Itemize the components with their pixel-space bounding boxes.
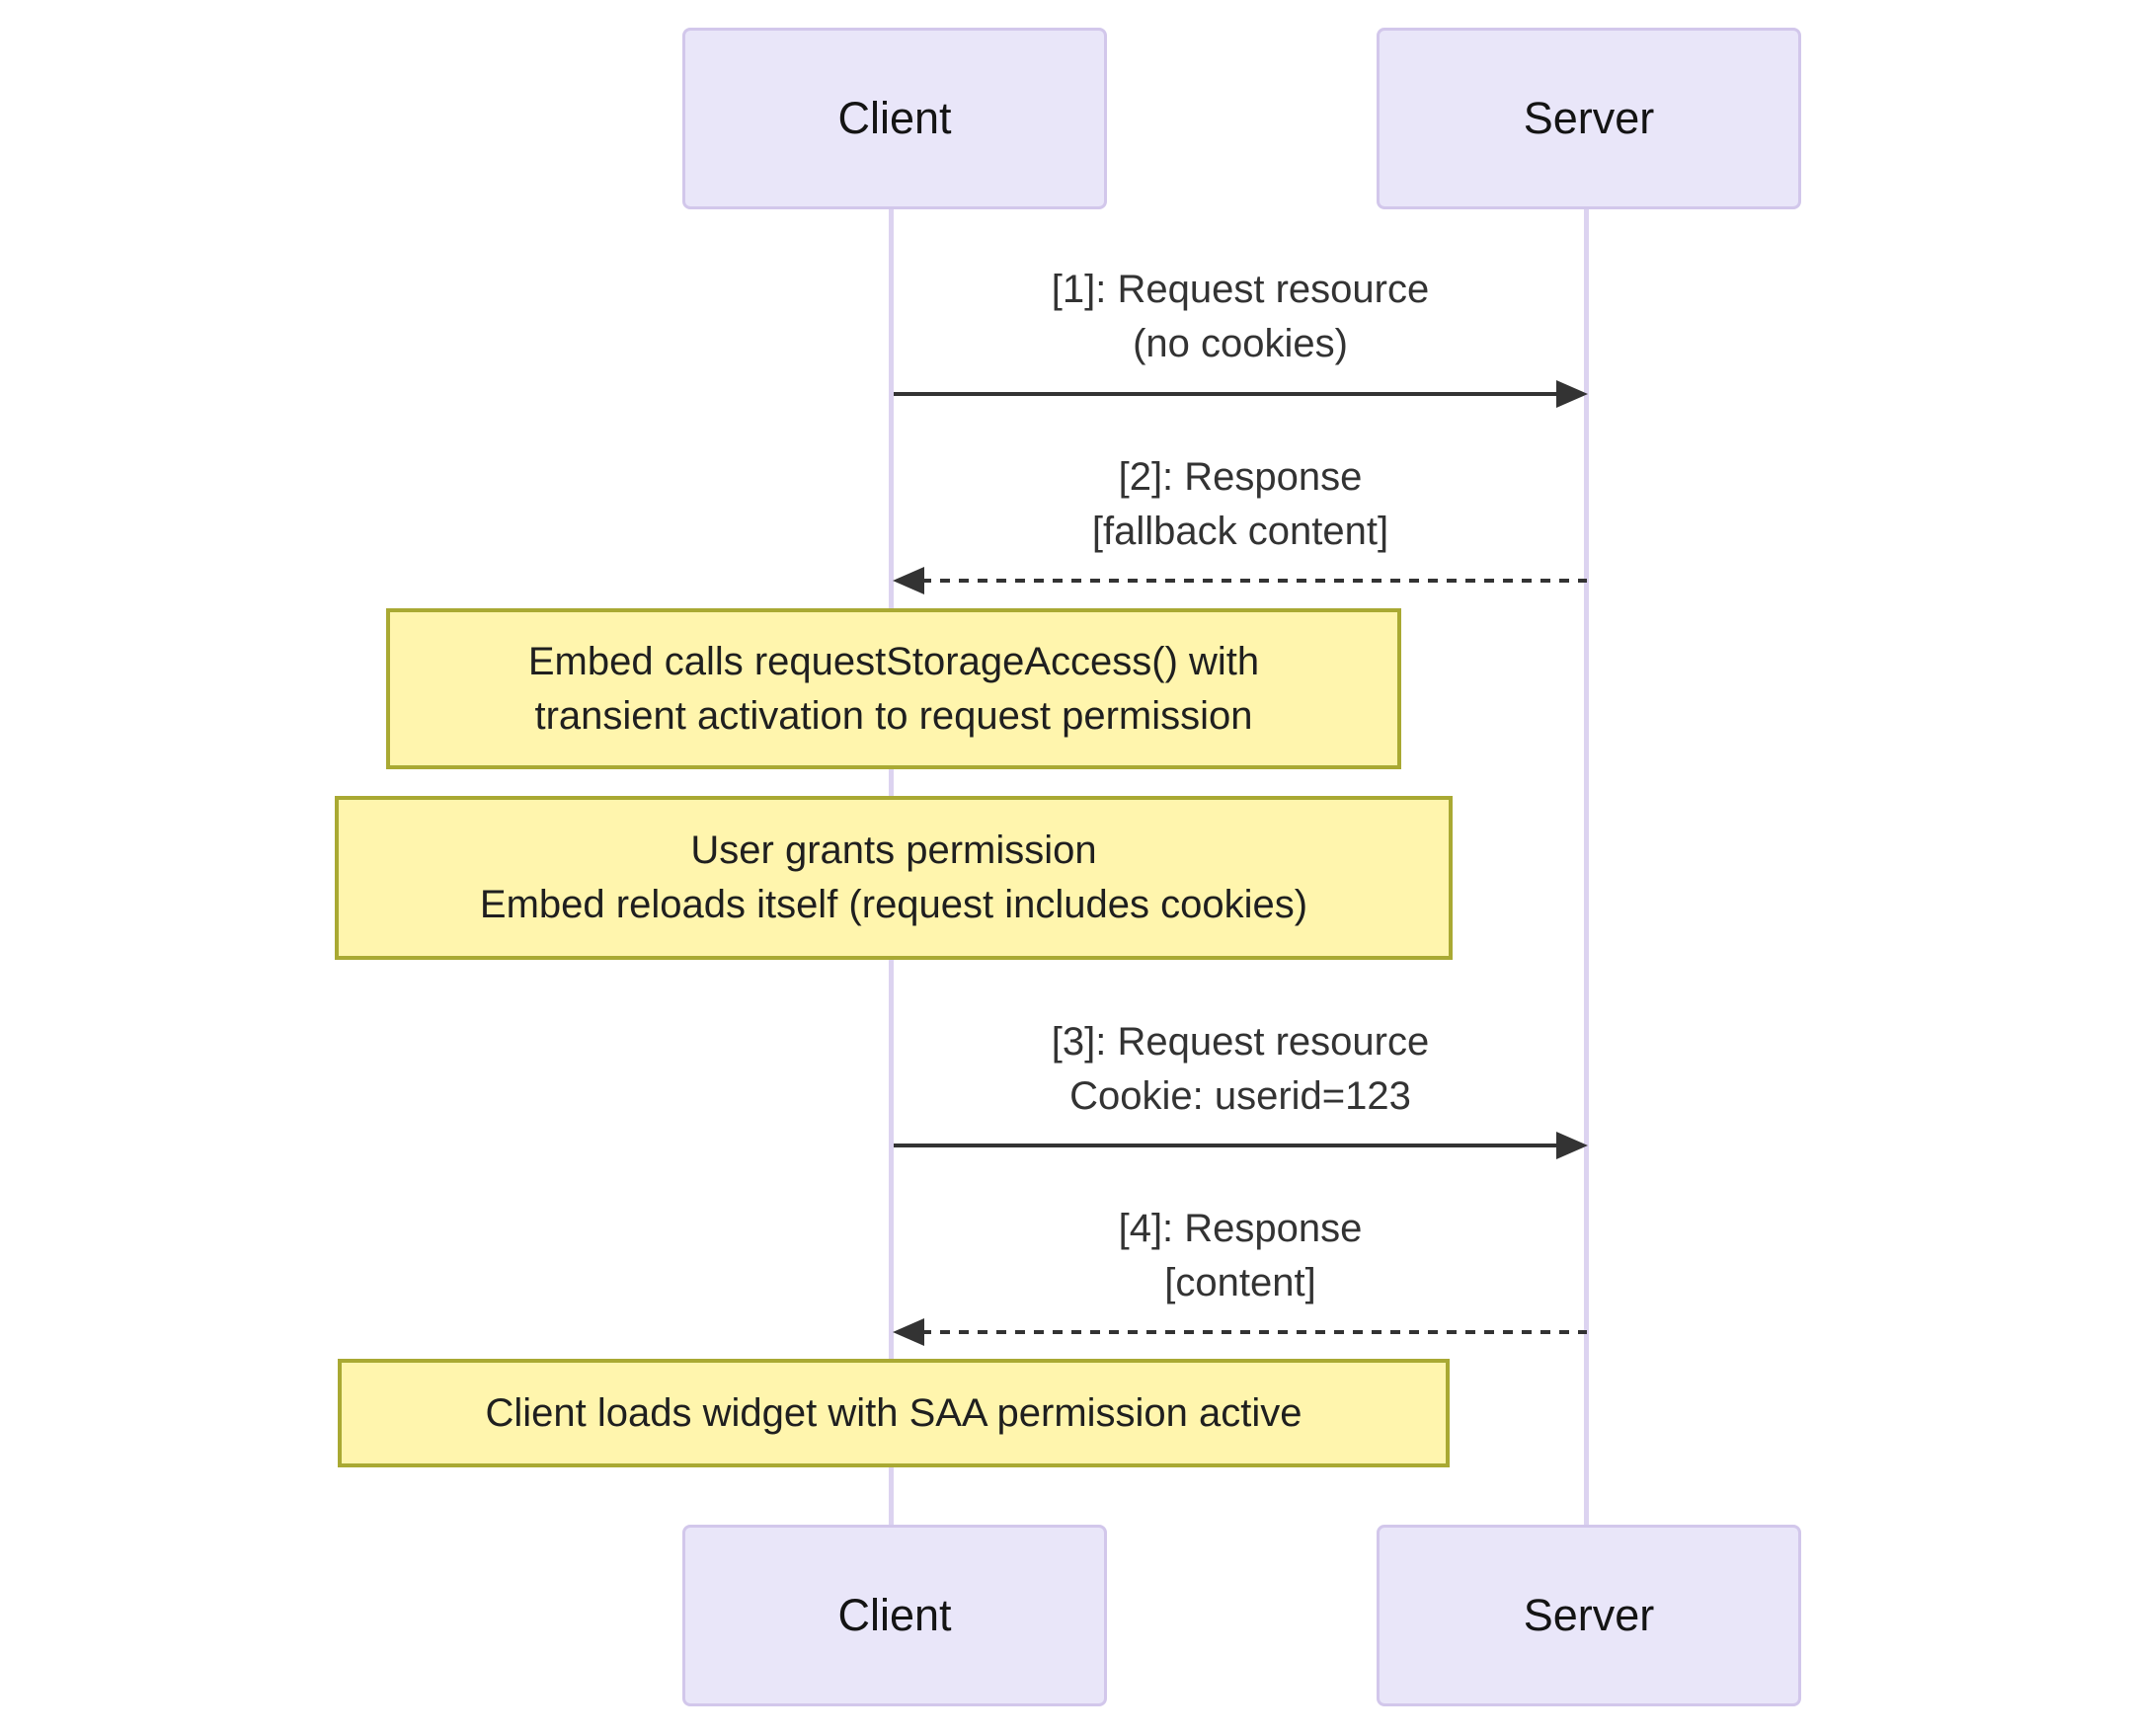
note-1-line-1: Embed calls requestStorageAccess() with [527,639,1260,683]
message-1-label: [1]: Request resource (no cookies) [894,263,1587,371]
note-storage-access: Embed calls requestStorageAccess() with … [386,608,1401,769]
note-user-grants: User grants permission Embed reloads its… [335,796,1453,960]
message-4-label: [4]: Response [content] [894,1202,1587,1310]
actor-server-bottom: Server [1377,1525,1801,1706]
message-1-line-1: [1]: Request resource [1051,268,1430,311]
message-3-arrow [894,1132,1588,1159]
note-1-line-2: transient activation to request permissi… [534,693,1253,738]
arrowhead-left-icon [893,1318,924,1346]
actor-client-top: Client [682,28,1107,209]
actor-client-bottom-label: Client [837,1590,952,1640]
actor-client-top-label: Client [837,93,952,143]
note-2-line-1: User grants permission [690,829,1097,872]
message-1-arrow [894,380,1588,408]
actor-server-top-label: Server [1523,93,1655,143]
message-1-line-2: (no cookies) [1133,322,1348,365]
actor-client-bottom: Client [682,1525,1107,1706]
message-3-line-2: Cookie: userid=123 [1069,1074,1411,1118]
note-widget-loaded: Client loads widget with SAA permission … [338,1359,1450,1467]
message-2-line-2: [fallback content] [1091,510,1389,553]
actor-server-top: Server [1377,28,1801,209]
arrow-line [921,579,1587,583]
message-3-label: [3]: Request resource Cookie: userid=123 [894,1015,1587,1124]
arrow-line [894,392,1559,396]
message-4-line-1: [4]: Response [1118,1207,1363,1250]
actor-server-bottom-label: Server [1523,1590,1655,1640]
message-3-line-1: [3]: Request resource [1051,1020,1430,1064]
arrowhead-right-icon [1556,1132,1588,1159]
message-2-arrow [893,567,1587,594]
arrowhead-right-icon [1556,380,1588,408]
message-2-line-1: [2]: Response [1118,455,1363,499]
message-2-label: [2]: Response [fallback content] [894,450,1587,559]
message-4-arrow [893,1318,1587,1346]
note-2-line-2: Embed reloads itself (request includes c… [479,883,1308,926]
message-4-line-2: [content] [1164,1261,1316,1304]
arrow-line [894,1144,1559,1147]
arrowhead-left-icon [893,567,924,594]
arrow-line [921,1330,1587,1334]
note-3-line-1: Client loads widget with SAA permission … [485,1390,1302,1435]
lifeline-server [1584,209,1589,1525]
